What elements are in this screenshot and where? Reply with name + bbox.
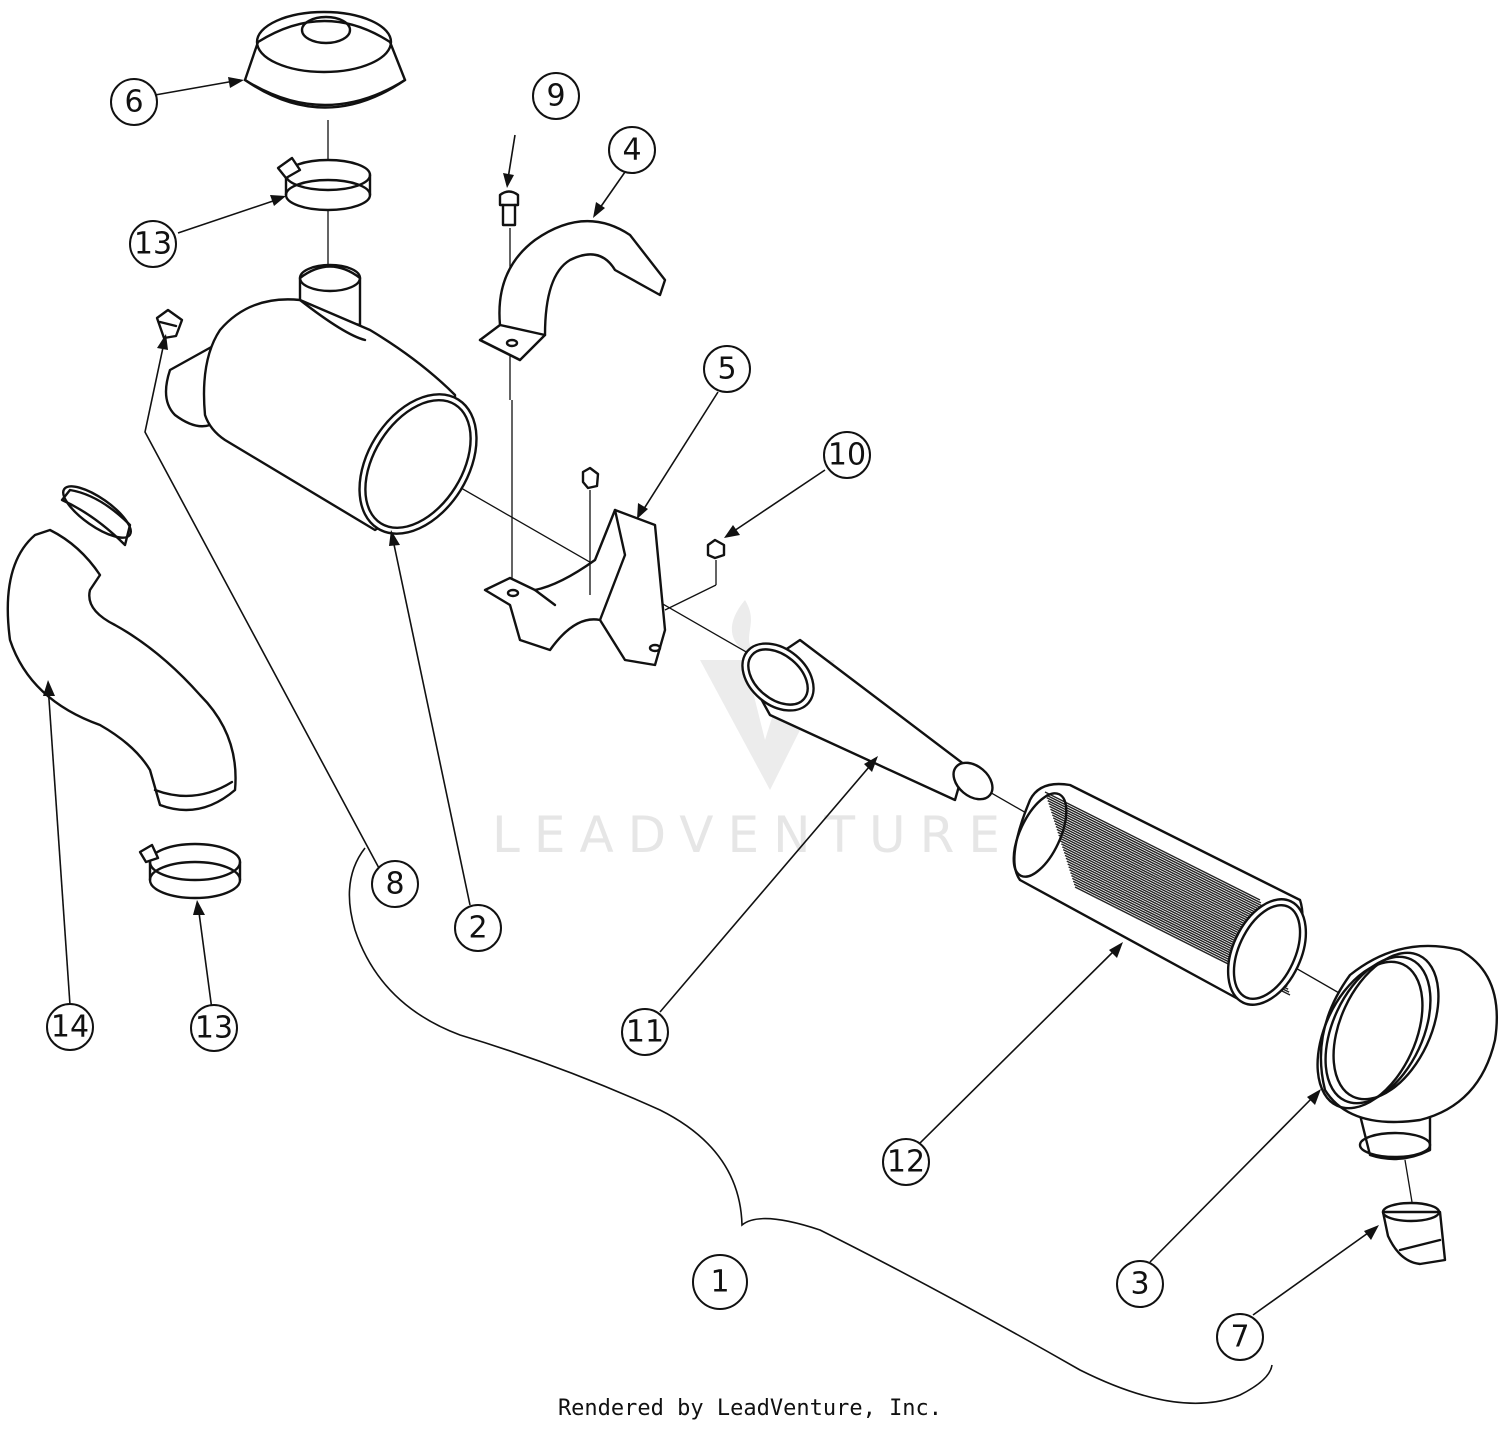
callout-10: 10 <box>823 431 871 479</box>
callout-2: 2 <box>454 904 502 952</box>
svg-text:10: 10 <box>828 438 866 473</box>
credit-text: Rendered by LeadVenture, Inc. <box>557 1396 943 1421</box>
callout-3: 3 <box>1116 1260 1164 1308</box>
callout-14: 14 <box>46 1003 94 1051</box>
svg-text:2: 2 <box>468 911 487 946</box>
svg-text:11: 11 <box>626 1015 664 1050</box>
part-13-clamp-top <box>276 156 372 212</box>
callout-12: 12 <box>882 1138 930 1186</box>
part-2-housing <box>164 263 478 535</box>
arrowheads <box>43 77 1379 1240</box>
svg-text:12: 12 <box>887 1145 925 1180</box>
part-9-bolt <box>498 190 520 590</box>
callout-13b: 13 <box>190 1004 238 1052</box>
svg-text:4: 4 <box>622 133 641 168</box>
svg-text:3: 3 <box>1130 1267 1149 1302</box>
part-12-filter <box>1012 782 1308 1006</box>
part-13-clamp-bottom <box>138 842 242 900</box>
part-5-bracket <box>483 466 667 667</box>
svg-text:1: 1 <box>710 1265 729 1300</box>
callout-balloons: 1 2 3 4 5 6 7 8 9 10 11 12 13 13 14 <box>46 72 1264 1361</box>
callout-7: 7 <box>1216 1313 1264 1361</box>
callout-13a: 13 <box>129 220 177 268</box>
callout-4: 4 <box>608 126 656 174</box>
part-8-fitting <box>155 308 184 340</box>
callout-8: 8 <box>371 860 419 908</box>
part-4-strap <box>478 219 667 362</box>
svg-text:13: 13 <box>134 227 172 262</box>
assembly-brace <box>348 847 1273 1405</box>
svg-text:14: 14 <box>51 1010 89 1045</box>
svg-text:8: 8 <box>385 867 404 902</box>
callout-6: 6 <box>110 78 158 126</box>
leader-lines <box>47 79 1376 1316</box>
svg-text:7: 7 <box>1230 1320 1249 1355</box>
svg-text:5: 5 <box>717 352 736 387</box>
callout-5: 5 <box>703 345 751 393</box>
part-11-tube <box>741 638 994 802</box>
part-6-cap <box>243 10 407 109</box>
watermark-text: LEADVENTURE <box>492 806 1014 864</box>
svg-text:6: 6 <box>124 85 143 120</box>
callout-1: 1 <box>692 1254 748 1310</box>
part-10-nut <box>664 538 726 611</box>
callout-11: 11 <box>621 1008 669 1056</box>
svg-text:13: 13 <box>195 1011 233 1046</box>
callout-9: 9 <box>532 72 580 120</box>
part-14-hose <box>6 485 237 812</box>
part-3-cover <box>1316 944 1499 1161</box>
svg-text:9: 9 <box>546 79 565 114</box>
part-7-valve <box>1381 1159 1447 1266</box>
